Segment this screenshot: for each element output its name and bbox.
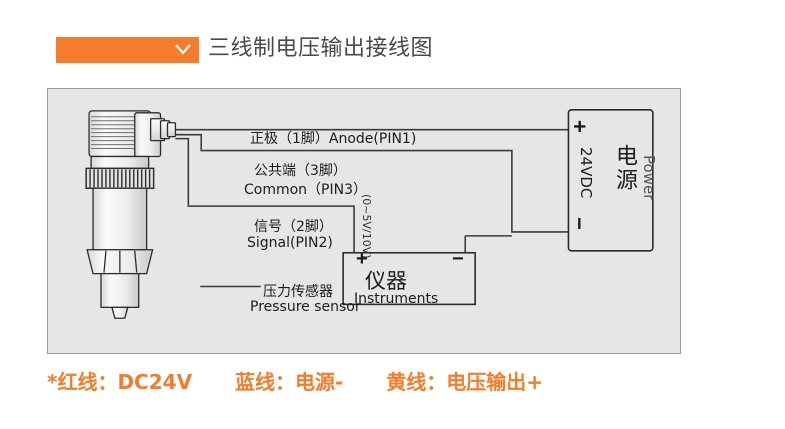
legend-blue-wire: 蓝线：电源- xyxy=(235,370,344,394)
signal-range-label: (0~5V/10V) xyxy=(360,194,373,259)
wire-label-common-en: Common（PIN3） xyxy=(244,182,368,198)
wire-label-common-cn: 公共端（3脚） xyxy=(254,163,347,179)
wire-signal xyxy=(175,137,355,253)
sensor-label-cn: 压力传感器 xyxy=(263,284,333,300)
instruments-box xyxy=(342,251,476,306)
wire-label-signal-en: Signal(PIN2) xyxy=(247,235,333,251)
power-supply-box xyxy=(567,109,654,252)
instruments-positive-terminal: + xyxy=(356,248,368,270)
wiring-diagram-canvas xyxy=(85,109,654,319)
wiring-diagram-frame: 正极（1脚）Anode(PIN1) 公共端（3脚） Common（PIN3） 信… xyxy=(47,88,681,354)
wire-common-branch xyxy=(464,235,512,253)
power-negative-terminal: − xyxy=(567,217,592,230)
legend-yellow-wire: 黄线：电压输出+ xyxy=(386,370,544,394)
instruments-negative-terminal: − xyxy=(452,248,464,270)
legend-red-wire: *红线：DC24V xyxy=(47,370,193,394)
power-label-cn: 电源 xyxy=(612,144,637,192)
power-voltage-label: 24VDC xyxy=(577,147,595,199)
chevron-down-icon[interactable] xyxy=(174,42,192,57)
instruments-label-cn: 仪器 xyxy=(365,269,407,293)
wire-common xyxy=(175,133,569,233)
page-header: 三线制电压输出接线图 xyxy=(0,0,785,88)
page-title: 三线制电压输出接线图 xyxy=(208,36,434,61)
wire-label-anode: 正极（1脚）Anode(PIN1) xyxy=(250,131,417,147)
pressure-sensor-illustration xyxy=(85,110,177,319)
accent-bar xyxy=(56,37,199,63)
power-positive-terminal: + xyxy=(567,120,592,133)
power-label-en: Power xyxy=(640,155,658,201)
wire-color-legend: *红线：DC24V 蓝线：电源- 黄线：电压输出+ xyxy=(47,366,747,400)
sensor-label-en: Pressure sensor xyxy=(250,299,361,315)
wire-label-signal-cn: 信号（2脚） xyxy=(254,219,333,235)
instruments-label-en: Instruments xyxy=(354,291,439,307)
